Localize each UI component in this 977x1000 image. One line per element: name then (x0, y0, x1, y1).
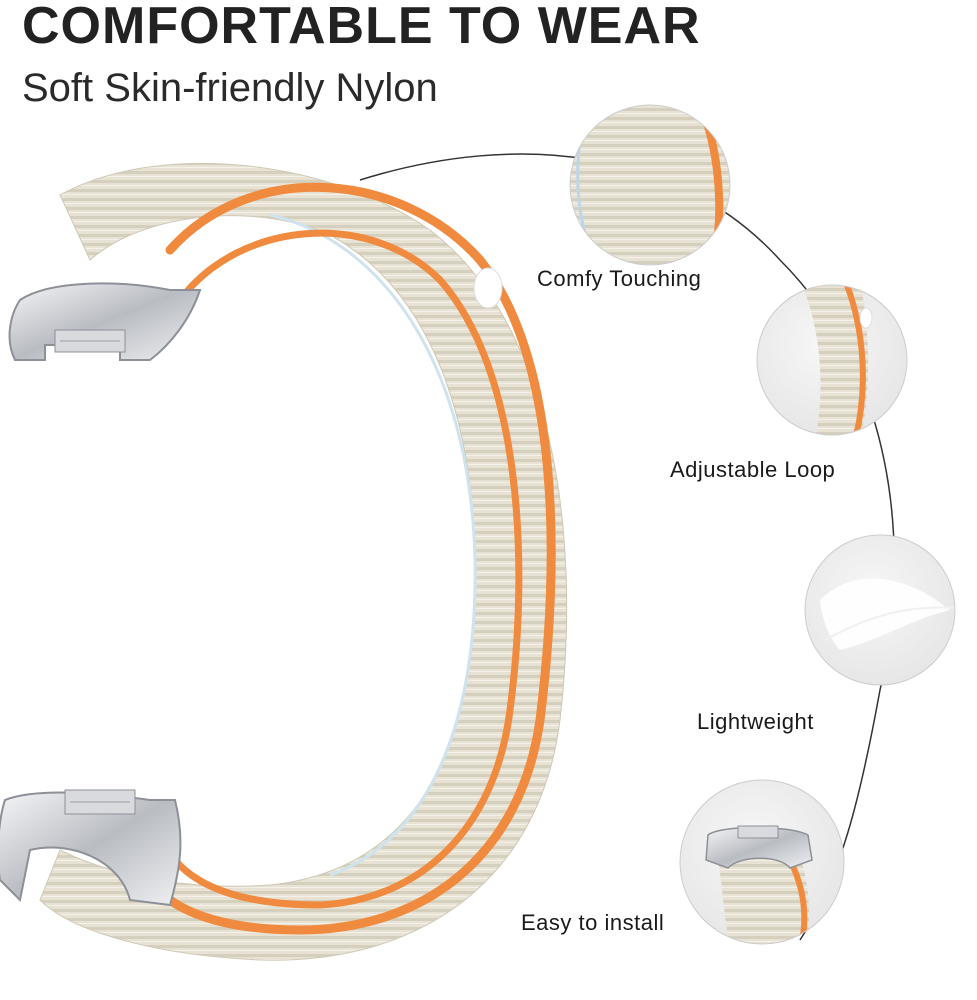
connector-closeup (679, 779, 845, 945)
strap-loop (39, 162, 568, 961)
bottom-connector (0, 789, 182, 907)
top-connector (8, 282, 202, 361)
feature-label-lightweight: Lightweight (697, 709, 814, 734)
feather-icon (804, 534, 956, 686)
feature-label-comfy-touching: Comfy Touching (537, 266, 702, 291)
page-subtitle: Soft Skin-friendly Nylon (22, 66, 438, 110)
loop-edge-closeup (756, 284, 908, 436)
page-title: COMFORTABLE TO WEAR (22, 0, 701, 55)
feature-label-adjustable-loop: Adjustable Loop (670, 457, 836, 482)
feature-label-easy-to-install: Easy to install (521, 910, 665, 935)
nylon-texture-closeup (569, 104, 731, 266)
